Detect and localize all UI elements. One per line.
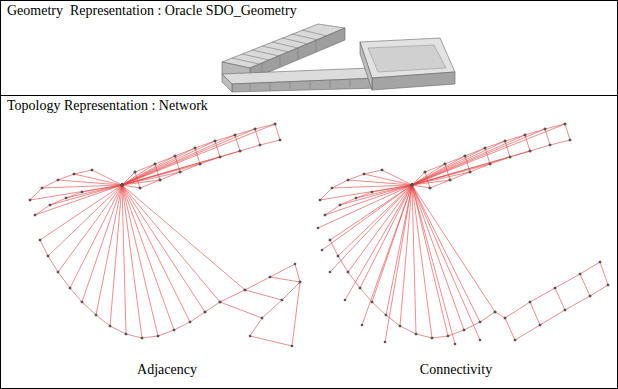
graph-caption: Connectivity <box>418 362 494 378</box>
geometry-cell: Geometry Representation : Oracle SDO_Geo… <box>0 0 618 96</box>
graph-caption: Adjacency <box>135 362 199 378</box>
topology-cell: Topology Representation : Network <box>0 95 618 389</box>
cell-heading: Geometry Representation : Oracle SDO_Geo… <box>1 1 303 21</box>
cell-heading: Topology Representation : Network <box>1 96 214 116</box>
